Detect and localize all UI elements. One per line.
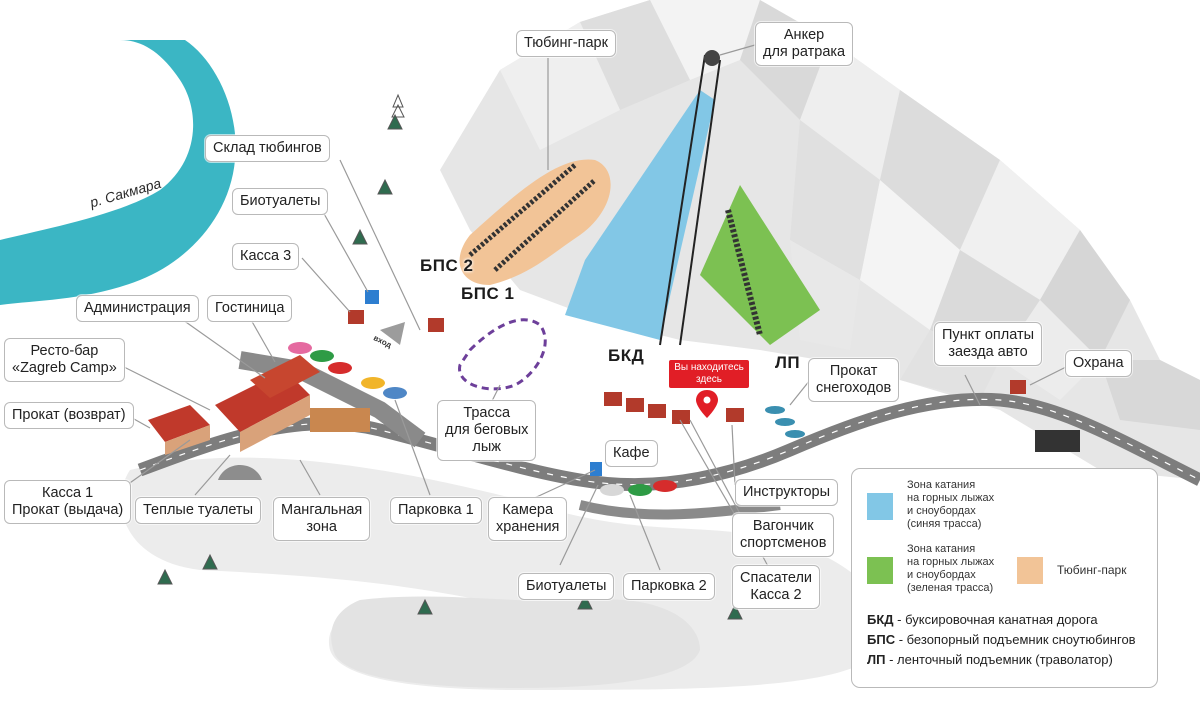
lift-tag-bps1: БПС 1: [461, 284, 515, 303]
building-admin: [250, 355, 320, 398]
you-are-here-label: Вы находитесь здесь: [669, 360, 749, 388]
side-road: [238, 351, 426, 448]
bps2-lift: [468, 163, 577, 257]
callout-parking2: Парковка 2: [623, 573, 715, 600]
callout-groomer-anchor: Анкер для ратрака: [755, 22, 854, 66]
callout-biotoilets-bottom: Биотуалеты: [518, 573, 615, 600]
callout-biotoilets-top: Биотуалеты: [232, 188, 329, 215]
legend-swatch-tubing: [1017, 557, 1043, 584]
tubing-zone: [459, 159, 611, 285]
legend-swatch-green: [867, 557, 893, 584]
callout-storage-room: Камера хранения: [488, 497, 568, 541]
lp-lift: [725, 209, 763, 336]
callout-resto-bar: Ресто-бар «Zagreb Camp»: [4, 338, 125, 382]
legend-tubing: Тюбинг-парк: [1057, 563, 1127, 577]
legend: Зона катания на горных лыжах и сноуборда…: [851, 468, 1158, 688]
legend-abbr-bkd: БКД - буксировочная канатная дорога: [867, 612, 1098, 627]
callout-warm-toilets: Теплые туалеты: [135, 497, 261, 524]
callout-tubing-park: Тюбинг-парк: [516, 30, 616, 57]
callout-rescuers-cashier2: Спасатели Касса 2: [732, 565, 821, 609]
legend-green-zone: Зона катания на горных лыжах и сноуборда…: [907, 543, 995, 594]
entry-arrow: [380, 322, 405, 345]
callout-athletes-trailer: Вагончик спортсменов: [732, 513, 835, 557]
building-rental: [148, 405, 210, 442]
callout-car-payment: Пункт оплаты заезда авто: [934, 322, 1043, 366]
callout-cashier3: Касса 3: [232, 243, 300, 270]
bkd-lift: [659, 54, 706, 346]
callout-rental-return: Прокат (возврат): [4, 402, 134, 429]
bridge: [1035, 430, 1080, 452]
callout-bbq-zone: Мангальная зона: [273, 497, 371, 541]
callout-tubing-storage: Склад тюбингов: [205, 135, 330, 162]
callout-cashier1-rental: Касса 1 Прокат (выдача): [4, 480, 132, 524]
legend-blue-zone: Зона катания на горных лыжах и сноуборда…: [907, 479, 995, 530]
bps1-lift: [493, 178, 597, 272]
callout-hotel: Гостиница: [207, 295, 293, 322]
legend-swatch-blue: [867, 493, 893, 520]
callout-snowmobile-rental: Прокат снегоходов: [808, 358, 900, 402]
callout-cafe: Кафе: [605, 440, 658, 467]
callout-administration: Администрация: [76, 295, 199, 322]
legend-abbr-lp: ЛП - ленточный подъемник (траволатор): [867, 652, 1113, 667]
lift-tag-lp: ЛП: [775, 353, 801, 372]
callout-security: Охрана: [1065, 350, 1132, 377]
you-are-here-text: Вы находитесь здесь: [674, 362, 744, 385]
river: [0, 40, 236, 305]
callout-xc-track: Трасса для беговых лыж: [437, 400, 537, 461]
location-pin-icon: [696, 390, 718, 418]
callout-instructors: Инструкторы: [735, 479, 839, 506]
xc-loop: [458, 318, 547, 391]
lift-tag-bkd: БКД: [608, 346, 645, 365]
legend-abbr-bps: БПС - безопорный подъемник сноутюбингов: [867, 632, 1136, 647]
kiosk-cashier3: [348, 310, 364, 324]
callout-parking1: Парковка 1: [390, 497, 482, 524]
lift-tag-bps2: БПС 2: [420, 256, 474, 275]
blue-slope: [565, 90, 715, 340]
